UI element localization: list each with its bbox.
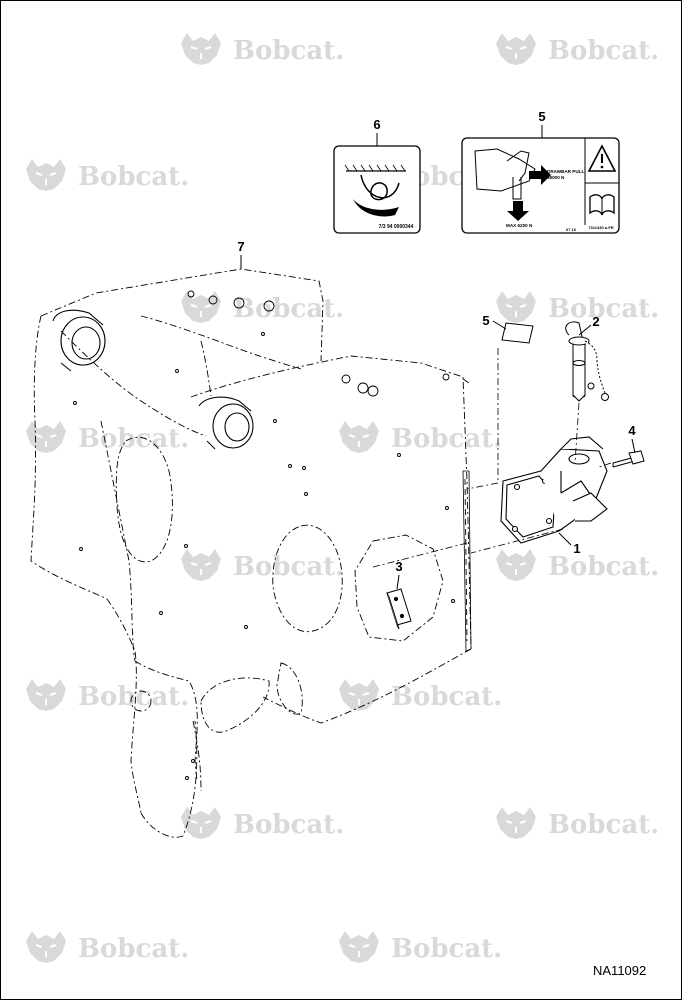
callout-7: 7 [237, 239, 244, 254]
callout-2: 2 [592, 314, 599, 329]
hitch-bracket-1 [500, 436, 608, 544]
detail-outline [354, 534, 444, 642]
watermark-text: Bobcat. [233, 810, 344, 840]
bobcat-logo-icon [180, 548, 222, 582]
callout-5-small: 5 [482, 313, 489, 328]
bobcat-logo-icon [25, 420, 67, 454]
decal-6: 7/3 94 0000344 [333, 145, 421, 234]
bobcat-logo-icon [180, 806, 222, 840]
bobcat-logo-icon [495, 32, 537, 66]
watermark-text: Bobcat. [78, 424, 189, 454]
watermark-text: Bobcat. [78, 682, 189, 712]
bobcat-logo-icon [338, 930, 380, 964]
bobcat-logo-icon [25, 930, 67, 964]
decal-5: DRAWBAR PULL 49000 N MAX 6200 N 07 16 73… [461, 137, 620, 234]
watermark-text: Bobcat. [548, 294, 659, 324]
drawbar-pull-label: DRAWBAR PULL [547, 169, 584, 174]
bobcat-logo-icon [495, 290, 537, 324]
arrow-down-icon [507, 201, 529, 221]
max-load-label: MAX 6200 N [506, 223, 533, 228]
warning-triangle-icon [587, 144, 617, 172]
decal-small-5 [501, 322, 534, 344]
watermark-text: Bobcat. [548, 36, 659, 66]
callout-5-decal: 5 [538, 109, 545, 124]
watermark-text: Bobcat. [233, 552, 344, 582]
callout-6: 6 [373, 117, 380, 132]
decal-5-small-code: 07 16 [566, 227, 577, 232]
watermark-text: Bobcat. [548, 552, 659, 582]
bobcat-logo-icon [180, 290, 222, 324]
bobcat-logo-icon [495, 548, 537, 582]
frame-assembly-7 [30, 268, 472, 838]
drawbar-pull-value: 49000 N [547, 175, 565, 180]
figure-id: NA11092 [593, 963, 647, 978]
arrow-right-icon [529, 165, 551, 185]
bobcat-logo-icon [180, 32, 222, 66]
watermark-text: Bobcat. [233, 294, 344, 324]
watermark-text: Bobcat. [391, 682, 502, 712]
bobcat-logo-icon [495, 806, 537, 840]
bobcat-logo-icon [25, 678, 67, 712]
spacer-block-3 [386, 588, 412, 630]
manual-book-icon [589, 194, 615, 216]
assembly-lines [372, 348, 612, 568]
decal-6-code: 7/3 94 0000344 [379, 224, 414, 230]
bolt-4 [612, 450, 645, 468]
callout-4: 4 [628, 423, 636, 438]
bobcat-logo-icon [338, 420, 380, 454]
bobcat-logo-icon [25, 158, 67, 192]
decal-5-part-number: 7311340 a-FR [588, 225, 613, 230]
pin-with-chain-2 [565, 321, 609, 402]
callout-layer: 6 5 7 5 2 4 1 3 [237, 109, 636, 590]
watermark-text: Bobcat. [548, 810, 659, 840]
callout-1: 1 [573, 541, 580, 556]
watermark-text: Bobcat. [391, 424, 502, 454]
watermark-text: Bobcat. [78, 934, 189, 964]
watermark-text: Bobcat. [78, 162, 189, 192]
callout-3: 3 [395, 559, 402, 574]
watermark-text: Bobcat. [233, 36, 344, 66]
watermark-text: Bobcat. [391, 934, 502, 964]
bobcat-logo-icon [338, 678, 380, 712]
